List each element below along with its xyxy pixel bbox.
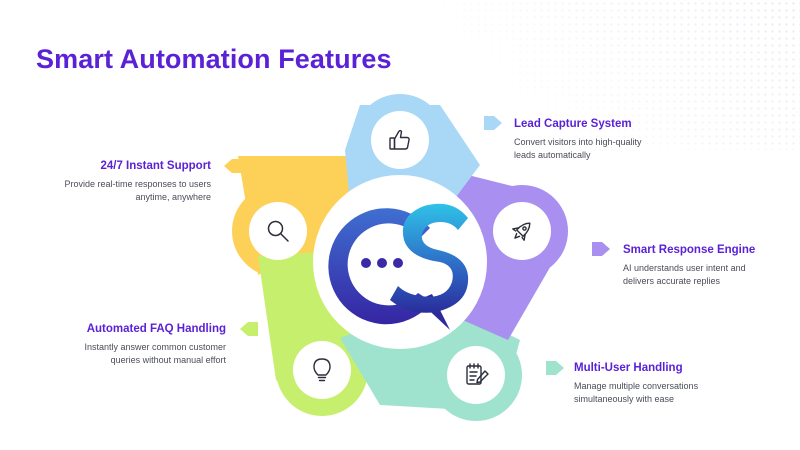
feature-title: 24/7 Instant Support — [100, 160, 211, 172]
pointer-faq — [240, 322, 258, 336]
feature-title: Smart Response Engine — [623, 244, 756, 256]
feature-multi-user: Multi-User Handling Manage multiple conv… — [574, 362, 794, 406]
icon-bubble-smart-response — [493, 202, 551, 260]
feature-lead-capture: Lead Capture System Convert visitors int… — [514, 118, 734, 162]
lightbulb-icon — [313, 358, 331, 382]
pointer-smart-response — [592, 242, 610, 256]
icon-bubble-multi-user — [447, 346, 505, 404]
pointer-multi-user — [546, 361, 564, 375]
clipboard-pen-icon — [466, 363, 489, 385]
thumbs-up-icon — [389, 129, 410, 150]
feature-description: Manage multiple conversations simultaneo… — [574, 381, 699, 404]
icon-bubble-faq — [293, 341, 351, 399]
pointer-support — [224, 159, 242, 173]
rocket-icon — [512, 222, 531, 241]
feature-description: AI understands user intent and delivers … — [623, 263, 746, 286]
search-icon — [267, 220, 289, 242]
feature-title: Multi-User Handling — [574, 362, 683, 374]
dot-pattern-decoration — [440, 0, 800, 150]
feature-description: Convert visitors into high-quality leads… — [514, 137, 642, 160]
icon-bubble-lead-capture — [371, 111, 429, 169]
feature-title: Lead Capture System — [514, 118, 632, 130]
feature-description: Instantly answer common customer queries… — [84, 342, 226, 365]
feature-faq: Automated FAQ Handling Instantly answer … — [6, 323, 226, 367]
feature-smart-response: Smart Response Engine AI understands use… — [623, 244, 800, 288]
feature-description: Provide real-time responses to users any… — [64, 179, 211, 202]
pointer-lead-capture — [484, 116, 502, 130]
cs-logo — [328, 203, 469, 330]
icon-bubble-support — [249, 202, 307, 260]
feature-support: 24/7 Instant Support Provide real-time r… — [0, 160, 211, 204]
page-title: Smart Automation Features — [36, 44, 392, 74]
feature-title: Automated FAQ Handling — [86, 323, 226, 335]
